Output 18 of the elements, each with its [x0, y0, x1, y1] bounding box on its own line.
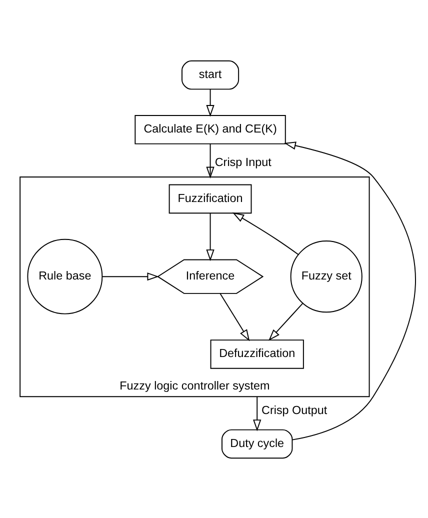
- edge-label: Crisp Output: [262, 403, 328, 416]
- arrow: [284, 141, 416, 440]
- node-box: Duty cycle: [222, 428, 293, 458]
- arrow: [206, 142, 214, 178]
- arrow: [206, 88, 214, 116]
- arrow: [102, 272, 159, 280]
- arrow: [268, 302, 304, 340]
- node-circle: Rule base: [27, 238, 103, 314]
- node-box: Defuzzification: [210, 339, 304, 368]
- edge-label: Crisp Input: [214, 155, 272, 168]
- arrow: [232, 212, 299, 254]
- node-box: start: [182, 60, 240, 90]
- arrow: [220, 292, 250, 341]
- node-box: Calculate E(K) and CE(K): [134, 114, 286, 144]
- node-box: Fuzzification: [168, 184, 252, 214]
- node-circle: Fuzzy set: [290, 240, 362, 312]
- arrow: [253, 396, 262, 431]
- arrow: [206, 212, 214, 261]
